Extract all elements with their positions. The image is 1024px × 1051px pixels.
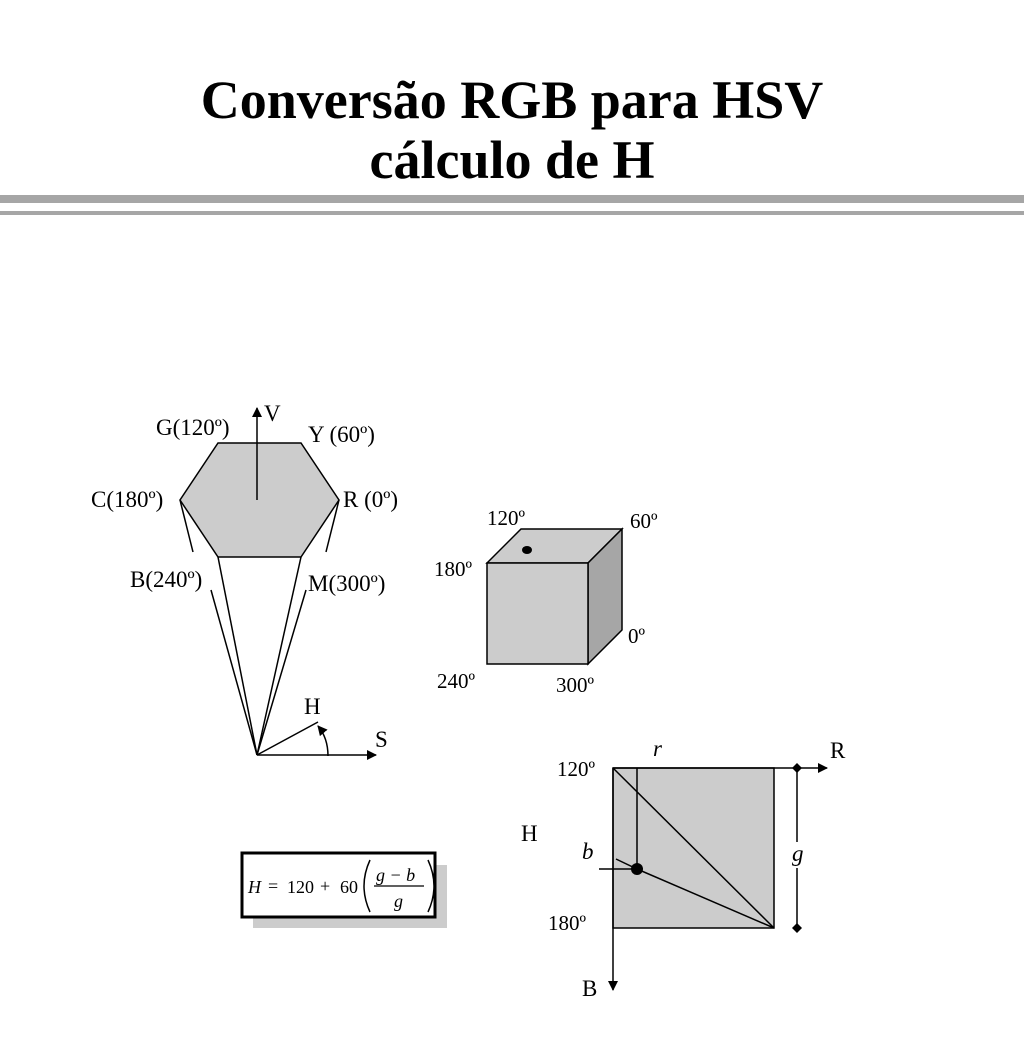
title-rule-thin bbox=[0, 211, 1024, 215]
square-label-H: H bbox=[521, 821, 538, 846]
slide-title: Conversão RGB para HSV cálculo de H bbox=[0, 70, 1024, 190]
label-h: H bbox=[304, 694, 321, 719]
label-c: C(180º) bbox=[91, 487, 163, 512]
label-b: B(240º) bbox=[130, 567, 202, 592]
formula-plus: + bbox=[320, 876, 330, 896]
hexagon bbox=[179, 442, 340, 558]
cube-label-240: 240º bbox=[437, 669, 476, 693]
h-arc bbox=[317, 725, 329, 757]
cube-label-300: 300º bbox=[556, 673, 595, 697]
cube-front-face bbox=[486, 562, 589, 665]
title-line-2: cálculo de H bbox=[369, 130, 655, 190]
formula-right-paren bbox=[427, 859, 435, 913]
label-r: R (0º) bbox=[343, 487, 398, 512]
cube-point bbox=[522, 546, 532, 554]
formula-eq: = bbox=[268, 876, 278, 896]
formula-lhs: H bbox=[247, 877, 262, 897]
square-label-180: 180º bbox=[548, 911, 587, 935]
label-m: M(300º) bbox=[308, 571, 385, 596]
formula-box: H = 120 + 60 g − b g bbox=[240, 851, 447, 928]
cube-label-60: 60º bbox=[630, 509, 658, 533]
square-label-r: r bbox=[653, 736, 663, 761]
point-to-corner bbox=[636, 868, 775, 929]
square-label-B: B bbox=[582, 976, 597, 1001]
label-s: S bbox=[375, 727, 388, 752]
label-g: G(120º) bbox=[156, 415, 230, 440]
cube-label-0: 0º bbox=[628, 624, 646, 648]
square-label-b: b bbox=[582, 839, 594, 864]
formula-numerator: g − b bbox=[376, 865, 415, 885]
label-y: Y (60º) bbox=[308, 422, 375, 447]
formula-frame bbox=[240, 851, 437, 919]
square-label-120: 120º bbox=[557, 757, 596, 781]
title-rule-thick bbox=[0, 195, 1024, 203]
title-line-1: Conversão RGB para HSV bbox=[200, 70, 824, 130]
square-face: r R 120º H b g 180º B bbox=[521, 736, 846, 1001]
hexcone: V G(120º) Y (60º) C(180º) R (0º) B(240º)… bbox=[91, 401, 398, 760]
formula-left-paren bbox=[363, 859, 371, 913]
square-label-R: R bbox=[830, 738, 846, 763]
cube-label-180: 180º bbox=[434, 557, 473, 581]
square-label-g: g bbox=[792, 841, 804, 866]
square-point bbox=[631, 863, 643, 875]
h-ray bbox=[256, 721, 319, 756]
diagonal bbox=[612, 767, 775, 929]
formula-60: 60 bbox=[340, 877, 358, 897]
rgb-cube: 120º 60º 180º 0º 240º 300º bbox=[434, 506, 658, 697]
cube-label-120: 120º bbox=[487, 506, 526, 530]
formula-denominator: g bbox=[394, 891, 403, 911]
label-v: V bbox=[264, 401, 281, 426]
cone-lines bbox=[179, 499, 340, 756]
formula-120: 120 bbox=[287, 877, 314, 897]
g-measure-gap bbox=[790, 842, 804, 868]
